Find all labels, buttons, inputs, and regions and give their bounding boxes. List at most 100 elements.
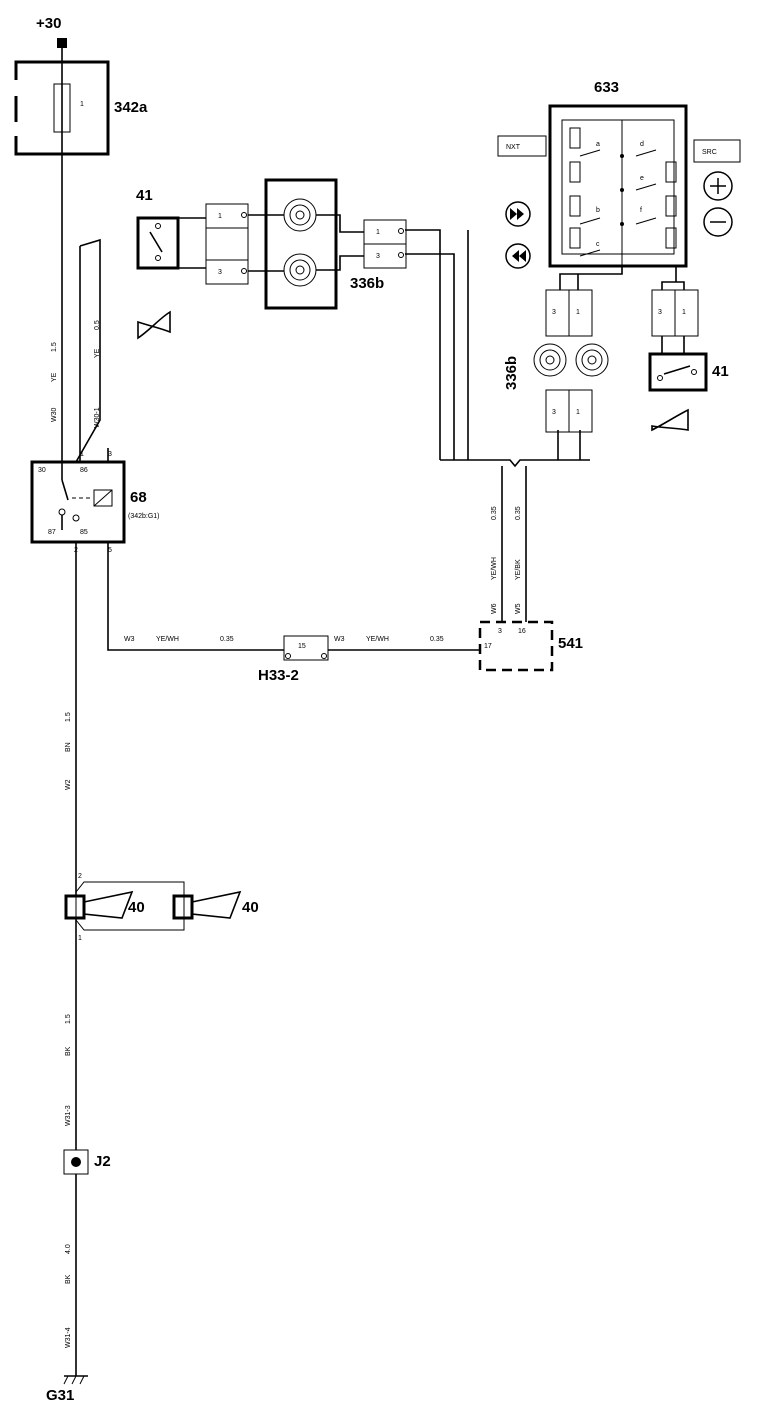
ground-label: G31: [46, 1387, 74, 1404]
w6-id: W6: [491, 603, 498, 614]
contact-reel-top-label: 336b: [350, 275, 384, 292]
contact-reel-top: [264, 178, 338, 310]
svg-text:86: 86: [80, 467, 88, 474]
horn-symbol-left: [137, 310, 171, 340]
svg-text:f: f: [640, 207, 642, 214]
w5-color: YE/BK: [515, 559, 522, 580]
svg-text:2: 2: [78, 873, 82, 880]
svg-text:b: b: [596, 207, 600, 214]
w2-id: W2: [65, 779, 72, 790]
module-label: 633: [594, 79, 619, 96]
wire-bus-bracket: [440, 459, 590, 468]
w301-color: YE: [94, 348, 101, 358]
svg-text:1: 1: [682, 309, 686, 316]
relay-label: 68: [130, 489, 147, 506]
horn-switch-right-label: 41: [712, 363, 729, 380]
w2-size: 1.5: [65, 712, 72, 722]
w3b-size: 0.35: [430, 636, 444, 643]
w3b-color: YE/WH: [366, 636, 389, 643]
src-label: SRC: [702, 149, 717, 156]
wire-w30-1: [75, 238, 101, 463]
svg-text:85: 85: [80, 529, 88, 536]
horn-switch-right: [648, 352, 708, 392]
svg-text:d: d: [640, 141, 644, 148]
svg-text:1: 1: [576, 309, 580, 316]
w6-size: 0.35: [491, 506, 498, 520]
supply-label: +30: [36, 15, 61, 32]
w313-color: BK: [65, 1046, 72, 1056]
ecu-pin-16: 16: [518, 628, 526, 635]
h33-label: H33-2: [258, 667, 299, 684]
svg-text:30: 30: [38, 467, 46, 474]
w3a-color: YE/WH: [156, 636, 179, 643]
svg-text:e: e: [640, 175, 644, 182]
w314-size: 4.0: [65, 1244, 72, 1254]
w314-id: W31-4: [65, 1327, 72, 1348]
w2-color: BN: [65, 742, 72, 752]
w6-color: YE/WH: [491, 557, 498, 580]
wire-w3-a: [107, 542, 284, 651]
svg-text:1: 1: [80, 451, 84, 458]
svg-text:3: 3: [552, 309, 556, 316]
w5-id: W5: [515, 603, 522, 614]
horn1-label: 40: [128, 899, 145, 916]
ecu-pin-3: 3: [498, 628, 502, 635]
svg-text:c: c: [596, 241, 600, 248]
svg-text:3: 3: [376, 253, 380, 260]
svg-text:a: a: [596, 141, 600, 148]
horn2-label: 40: [242, 899, 259, 916]
nxt-label: NXT: [506, 144, 521, 151]
ground-symbol: [63, 1375, 88, 1385]
svg-text:3: 3: [552, 409, 556, 416]
svg-text:1: 1: [576, 409, 580, 416]
svg-text:3: 3: [218, 269, 222, 276]
contact-reel-right-label: 336b: [503, 356, 520, 390]
fuse-number: 1: [80, 101, 84, 108]
fuse-box-label: 342a: [114, 99, 148, 116]
contact-reel-right: [533, 343, 609, 377]
relay-68: 30 86 1 3 87 85 2 5: [30, 451, 126, 554]
ecu-pin-17: 17: [484, 643, 492, 650]
connector-336b-right-bottom: 3 1: [545, 389, 593, 433]
w301-size: 0.5: [94, 320, 101, 330]
horn-switch-left: [136, 216, 180, 270]
horn-switch-left-label: 41: [136, 187, 153, 204]
connector-right-pair: 3 1: [651, 289, 699, 337]
volume-up-icon: [703, 171, 733, 201]
connector-h33-2: 15: [283, 635, 329, 661]
svg-text:1: 1: [376, 229, 380, 236]
w30-size: 1.5: [51, 342, 58, 352]
nxt-button: [497, 135, 547, 157]
fuse-box-342a: 1: [14, 60, 110, 156]
svg-text:1: 1: [78, 935, 82, 942]
fast-forward-icon: [505, 201, 531, 227]
ecu-541: [478, 620, 554, 672]
w301-id: W30-1: [94, 407, 101, 428]
w30-id: W30: [51, 408, 58, 423]
rewind-icon: [505, 243, 531, 269]
connector-left-pair: 1 3: [205, 203, 249, 285]
horn-symbol-right: [651, 408, 689, 432]
splice-j2: [63, 1149, 89, 1175]
connector-336b-top: 1 3: [363, 219, 407, 269]
connector-336b-right-top: 3 1: [545, 289, 593, 337]
w3b-id: W3: [334, 636, 345, 643]
w3a-size: 0.35: [220, 636, 234, 643]
splice-label: J2: [94, 1153, 111, 1170]
svg-text:5: 5: [108, 547, 112, 554]
svg-text:3: 3: [108, 451, 112, 458]
ecu-label: 541: [558, 635, 583, 652]
w3a-id: W3: [124, 636, 135, 643]
w314-color: BK: [65, 1274, 72, 1284]
w313-id: W31-3: [65, 1105, 72, 1126]
wire-bundle-top: [405, 229, 469, 460]
svg-text:15: 15: [298, 643, 306, 650]
w313-size: 1.5: [65, 1014, 72, 1024]
supply-terminal: [57, 38, 67, 48]
svg-text:87: 87: [48, 529, 56, 536]
src-button: [693, 139, 741, 163]
svg-text:1: 1: [218, 213, 222, 220]
w5-size: 0.35: [515, 506, 522, 520]
relay-ref: (342b:G1): [128, 513, 160, 520]
